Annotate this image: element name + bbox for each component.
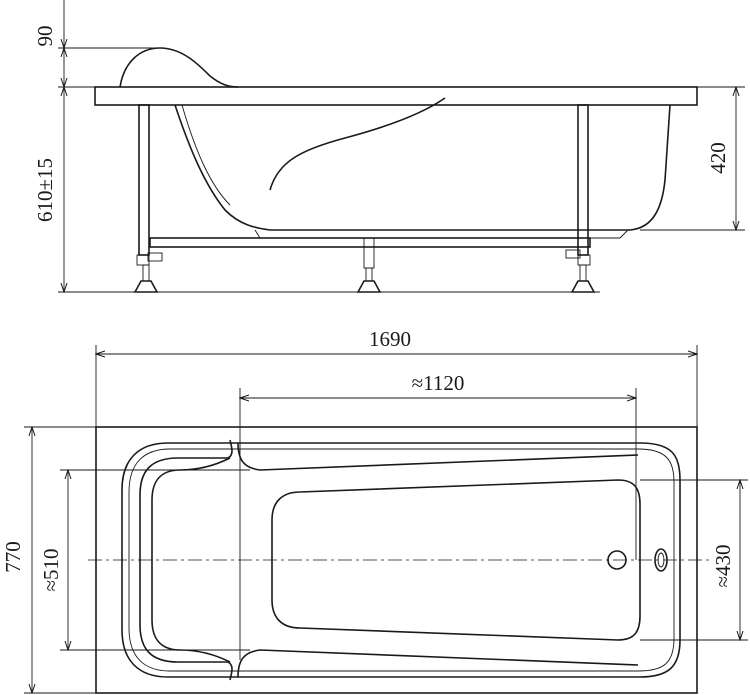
seat-line-bottom xyxy=(237,649,639,678)
foot-right xyxy=(565,249,596,293)
dim-inner-width-head: ≈510 xyxy=(39,548,63,591)
side-view: 90 610±15 420 xyxy=(33,0,745,292)
tub-inner-curve xyxy=(181,104,231,206)
top-view: 1690 ≈1120 770 ≈510 ≈430 xyxy=(1,327,748,693)
dim-inner-width-foot: ≈430 xyxy=(711,544,735,587)
tub-base xyxy=(254,229,629,239)
inner-rim-contour-2 xyxy=(128,448,675,672)
seat-line-top xyxy=(237,442,639,471)
frame-crossbar xyxy=(149,237,591,248)
foot-middle xyxy=(356,237,382,293)
inner-rim-contour xyxy=(121,442,681,678)
dim-total-height: 610±15 xyxy=(33,158,57,222)
dim-inner-length: ≈1120 xyxy=(412,371,465,395)
frame-post-right xyxy=(577,104,589,256)
tub-body xyxy=(174,104,671,231)
foot-left xyxy=(133,252,163,293)
dim-headrest-height: 90 xyxy=(33,26,57,47)
bathing-well xyxy=(271,479,641,641)
tub-rim xyxy=(94,86,698,106)
seat-contour xyxy=(269,97,446,191)
frame-post-left xyxy=(138,104,150,256)
dim-width: 770 xyxy=(1,541,25,573)
dim-length: 1690 xyxy=(369,327,411,351)
headrest-profile xyxy=(119,47,239,88)
dim-tub-depth: 420 xyxy=(706,142,730,174)
